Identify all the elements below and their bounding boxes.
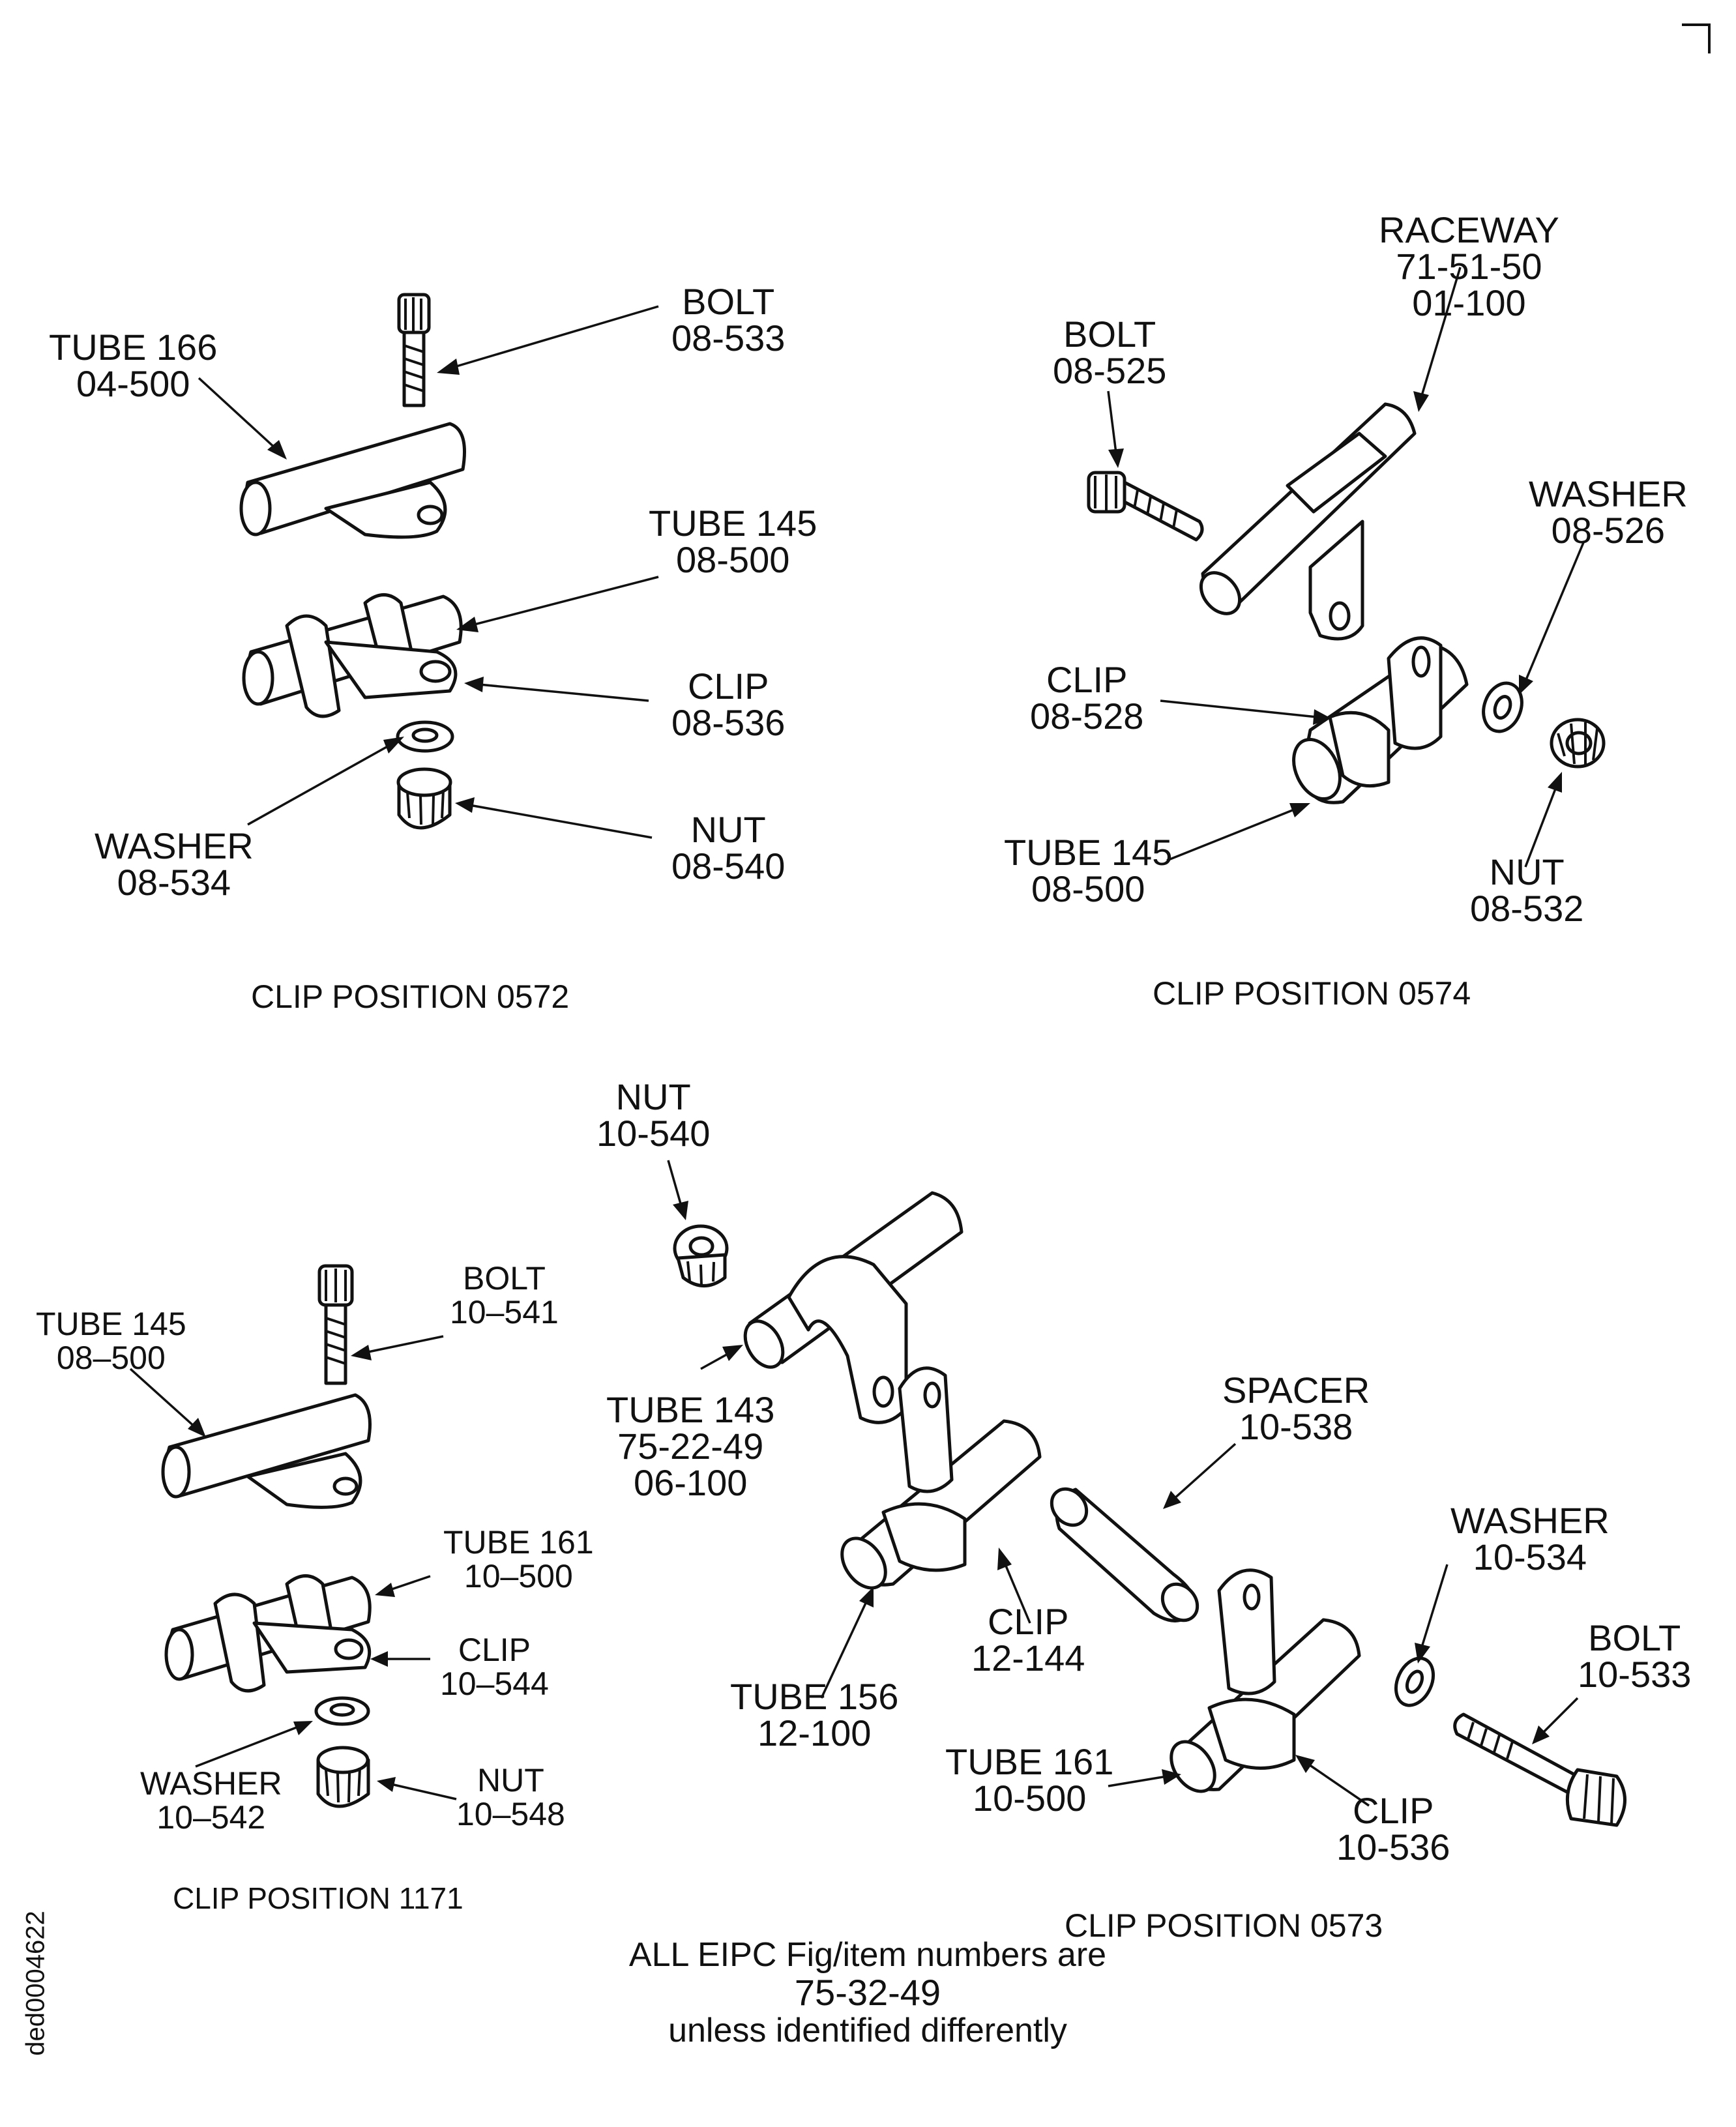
pos0572-tube145-clip bbox=[242, 593, 463, 718]
pos0573-nut bbox=[673, 1224, 729, 1287]
pos0574-washer bbox=[1482, 681, 1523, 733]
pos0573-bolt bbox=[1453, 1712, 1626, 1827]
pos0573-tube156-clip bbox=[840, 1366, 1042, 1590]
pos0573-tube143 bbox=[743, 1191, 964, 1424]
caption-clip-position-0574: CLIP POSITION 0574 bbox=[1153, 975, 1471, 1012]
caption-clip-position-0573: CLIP POSITION 0573 bbox=[1065, 1907, 1383, 1944]
pos0572-nut bbox=[396, 767, 452, 830]
pos0572-washer bbox=[396, 720, 454, 753]
pos0574-leaders bbox=[1107, 267, 1585, 868]
caption-clip-position-1171: CLIP POSITION 1171 bbox=[173, 1881, 463, 1915]
pos0573-spacer bbox=[1050, 1487, 1199, 1622]
pos0574-clip-tube145 bbox=[1292, 636, 1469, 804]
pos0574-raceway bbox=[1199, 402, 1417, 641]
pos0574-nut bbox=[1550, 718, 1606, 769]
pos0572-tube166 bbox=[239, 422, 466, 539]
pos0573-washer bbox=[1394, 1656, 1435, 1707]
pos0574-bolt bbox=[1087, 471, 1204, 542]
pos1171-tube145 bbox=[161, 1393, 372, 1509]
pos1171-nut bbox=[316, 1746, 370, 1808]
corner-mark bbox=[1682, 23, 1711, 53]
pos0572-bolt bbox=[397, 293, 431, 407]
pos1171-washer bbox=[314, 1696, 370, 1726]
pos1171-bolt bbox=[317, 1264, 354, 1385]
pos1171-tube161-clip bbox=[164, 1574, 372, 1693]
footnote-eipc: ALL EIPC Fig/item numbers are 75-32-49 u… bbox=[628, 1936, 1107, 2049]
figure-id: ded0004622 bbox=[21, 1911, 50, 2056]
caption-clip-position-0572: CLIP POSITION 0572 bbox=[251, 978, 570, 1015]
pos0573-leaders bbox=[667, 1160, 1579, 1807]
pos0572-leaders bbox=[198, 305, 659, 839]
pos1171-leaders bbox=[129, 1335, 457, 1800]
pos0573-tube161-clip bbox=[1170, 1568, 1361, 1793]
